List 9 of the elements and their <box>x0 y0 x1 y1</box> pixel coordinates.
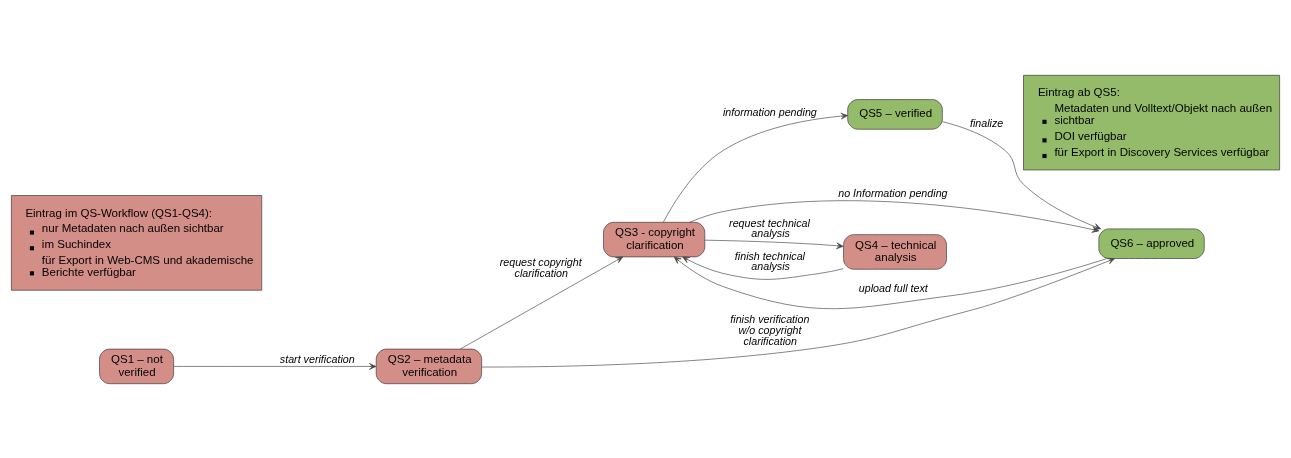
edge-label: upload full text <box>858 281 928 294</box>
edge-label: finish verification w/o copyright clarification <box>730 312 810 347</box>
edge-label: request technical analysis <box>729 216 810 239</box>
edge-label: no Information pending <box>838 186 948 199</box>
edge-label: information pending <box>722 105 817 118</box>
edge-label: finalize <box>969 116 1004 129</box>
edge-label: request copyright clarification <box>499 255 582 279</box>
edge-label: start verification <box>279 352 355 365</box>
edge-label: finish technical analysis <box>734 249 805 272</box>
